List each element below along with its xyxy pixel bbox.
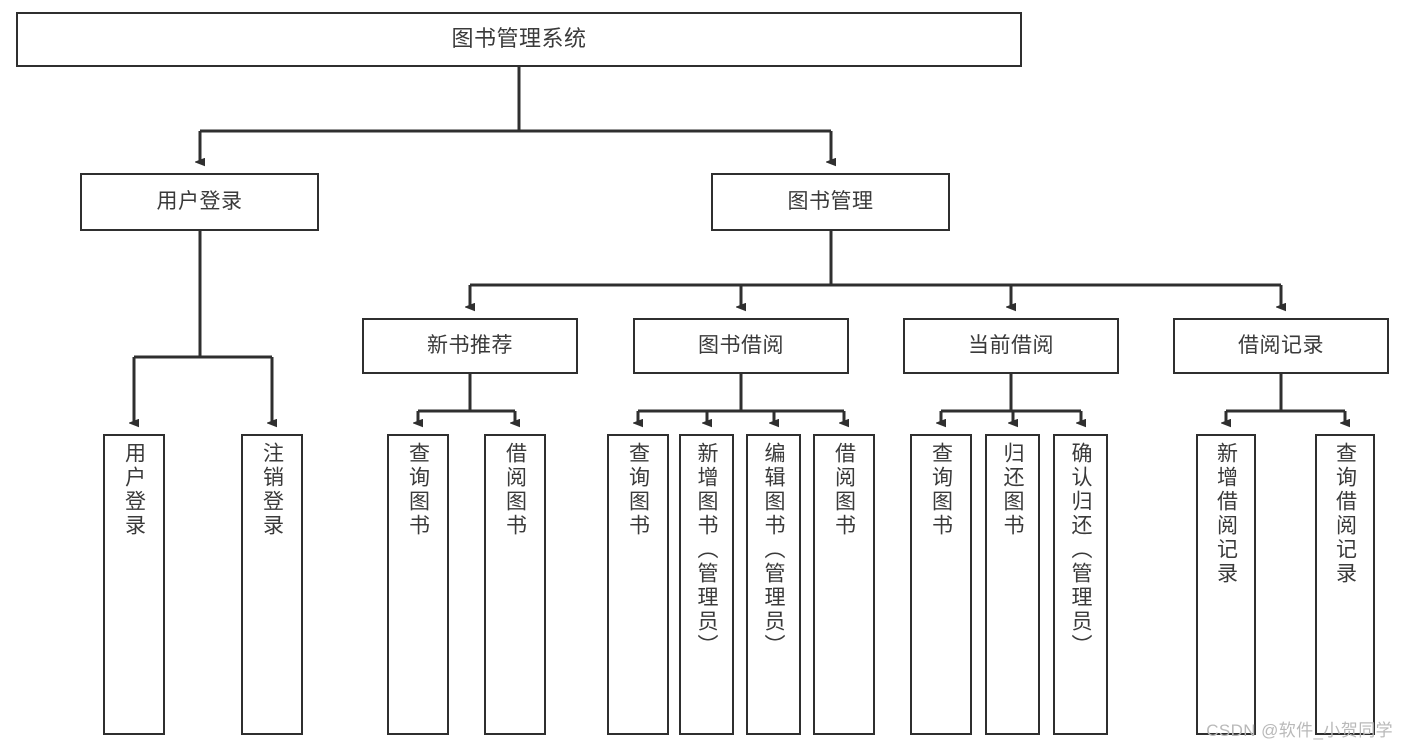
- node-label: 用户登录: [122, 442, 146, 538]
- node-leaf-return-book[interactable]: 归还图书: [985, 434, 1040, 735]
- node-label: 注销登录: [260, 442, 284, 538]
- watermark-text: CSDN @软件_小贺同学: [1206, 721, 1393, 740]
- node-label: 查询图书: [626, 442, 650, 538]
- node-label: 用户登录: [156, 189, 243, 213]
- node-book-borrow[interactable]: 图书借阅: [633, 318, 849, 374]
- node-leaf-borrow-book[interactable]: 借阅图书: [813, 434, 875, 735]
- node-leaf-query-book-current[interactable]: 查询图书: [910, 434, 972, 735]
- node-leaf-query-book-recommend[interactable]: 查询图书: [387, 434, 449, 735]
- node-root-system[interactable]: 图书管理系统: [16, 12, 1022, 67]
- node-label: 借阅图书: [503, 442, 527, 538]
- node-label: 借阅图书: [832, 442, 856, 538]
- node-user-login[interactable]: 用户登录: [80, 173, 319, 231]
- node-leaf-borrow-book-recommend[interactable]: 借阅图书: [484, 434, 546, 735]
- node-label: 当前借阅: [968, 333, 1054, 357]
- node-current-borrow[interactable]: 当前借阅: [903, 318, 1119, 374]
- node-leaf-confirm-return-admin[interactable]: 确认归还（管理员）: [1053, 434, 1108, 735]
- node-leaf-add-borrow-record[interactable]: 新增借阅记录: [1196, 434, 1256, 735]
- node-label: 图书借阅: [698, 333, 784, 357]
- node-new-book-recommend[interactable]: 新书推荐: [362, 318, 578, 374]
- node-label: 新增借阅记录: [1214, 442, 1238, 586]
- node-label: 确认归还（管理员）: [1069, 442, 1092, 658]
- node-label: 编辑图书（管理员）: [762, 442, 785, 658]
- node-label: 借阅记录: [1238, 333, 1324, 357]
- node-label: 查询图书: [406, 442, 430, 538]
- node-label: 新书推荐: [427, 333, 513, 357]
- node-leaf-user-logout[interactable]: 注销登录: [241, 434, 303, 735]
- node-leaf-query-book-borrow[interactable]: 查询图书: [607, 434, 669, 735]
- node-label: 查询借阅记录: [1333, 442, 1357, 586]
- node-label: 查询图书: [929, 442, 953, 538]
- node-leaf-user-login[interactable]: 用户登录: [103, 434, 165, 735]
- node-label: 图书管理系统: [451, 26, 587, 52]
- node-label: 归还图书: [1001, 442, 1024, 538]
- node-leaf-edit-book-admin[interactable]: 编辑图书（管理员）: [746, 434, 801, 735]
- node-leaf-query-borrow-record[interactable]: 查询借阅记录: [1315, 434, 1375, 735]
- node-leaf-add-book-admin[interactable]: 新增图书（管理员）: [679, 434, 734, 735]
- node-borrow-record[interactable]: 借阅记录: [1173, 318, 1389, 374]
- node-label: 图书管理: [787, 189, 874, 213]
- node-book-management[interactable]: 图书管理: [711, 173, 950, 231]
- node-label: 新增图书（管理员）: [695, 442, 718, 658]
